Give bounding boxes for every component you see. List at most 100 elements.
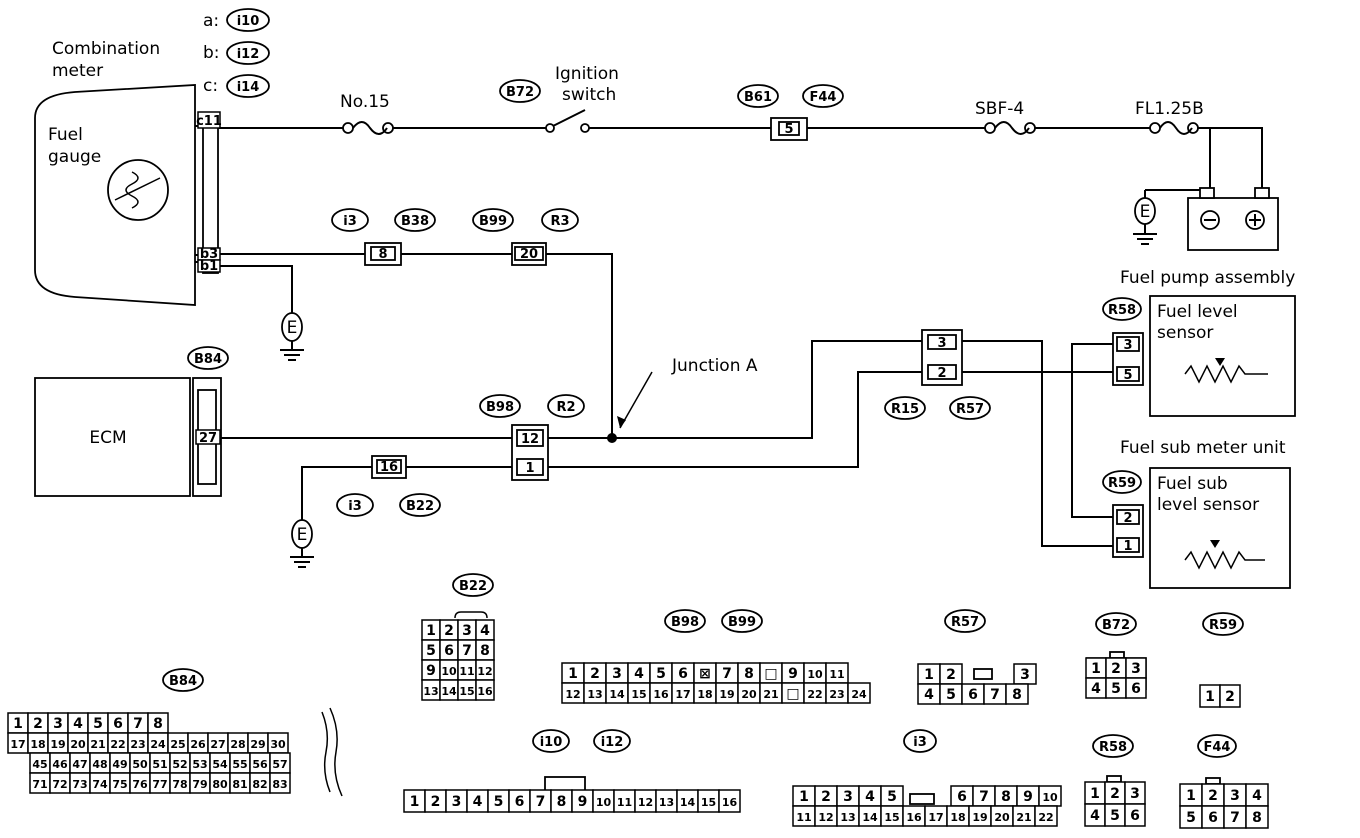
connector-face-views: B22 B98 B99 R57 B72 R59 B84 i10 i12 i3 R… [7, 573, 1269, 829]
pin-number-b22: 3 [462, 623, 472, 639]
pin-number-b84: 78 [172, 778, 187, 791]
view-tag-i12: i12 [601, 735, 624, 750]
pin-number-i3: 1 [799, 789, 809, 805]
tag-b38: B38 [401, 214, 429, 229]
pin-number-b84: 23 [130, 738, 145, 751]
pin-number-b22: 11 [459, 665, 474, 678]
pin-number-b98_b99: 11 [829, 668, 844, 681]
pin-number-i3: 13 [840, 811, 855, 824]
tag-b98: B98 [486, 400, 514, 415]
pin-number-i3: 2 [821, 789, 831, 805]
pin-number-b84: 29 [250, 738, 265, 751]
pin-number-b84: 7 [133, 716, 143, 732]
pin-number-b22: 9 [426, 663, 436, 679]
pin-number-b98_b99: 20 [741, 688, 757, 701]
pin-number-f44: 3 [1230, 788, 1240, 804]
view-tag-r58: R58 [1099, 740, 1127, 755]
pin-number-b22: 12 [477, 665, 492, 678]
pin-cell-r58 [1124, 803, 1146, 827]
pin-number-b98_b99: 3 [612, 666, 622, 682]
pin-number-b84: 8 [153, 716, 163, 732]
tag-i3: i3 [343, 214, 357, 229]
pin-number-i3: 17 [928, 811, 943, 824]
pin-cell-i3 [1034, 805, 1058, 827]
view-tag-i3: i3 [913, 735, 927, 750]
pin-b38-8: 8 [378, 247, 387, 262]
tag-r2: R2 [556, 400, 575, 415]
pin-r59-2: 2 [1123, 511, 1132, 526]
tag-r59: R59 [1108, 476, 1136, 491]
pin-number-r57: 5 [946, 687, 956, 703]
pin-c11: c11 [196, 114, 222, 129]
pin-number-i3: 21 [1016, 811, 1031, 824]
pin-number-b98_b99: □ [786, 686, 799, 702]
pin-number-b84: 47 [72, 758, 87, 771]
combination-meter-label-2: meter [52, 61, 103, 81]
view-tag-b22: B22 [459, 579, 487, 594]
fuel-gauge-icon [107, 159, 169, 221]
pin-number-r57: 1 [924, 667, 934, 683]
ignition-label-2: switch [562, 85, 616, 105]
pin-number-b98_b99: 4 [634, 666, 644, 682]
pin-number-r57: 4 [924, 687, 934, 703]
meter-prefix-a: a: [203, 11, 219, 31]
pin-number-b98_b99: 2 [590, 666, 600, 682]
fuel-gauge-label-1: Fuel [48, 125, 83, 145]
pin-number-r59: 1 [1205, 689, 1215, 705]
pin-r57-3: 3 [937, 336, 946, 351]
fusible-link-icon [1149, 121, 1199, 135]
pin-number-b98_b99: 1 [568, 666, 578, 682]
pin-cell-i10_i12 [718, 789, 741, 813]
pin-number-b98_b99: 14 [609, 688, 625, 701]
fuel-level-sensor-label-2: sensor [1157, 323, 1213, 343]
tag-b61: B61 [744, 90, 772, 105]
pin-number-b72: 5 [1111, 681, 1121, 697]
ground-label-meter: E [287, 318, 298, 338]
fuse-no15-icon [342, 121, 394, 135]
pin-number-f44: 7 [1230, 810, 1240, 826]
pin-f44-5: 5 [784, 122, 793, 137]
fuel-sub-meter-label: Fuel sub meter unit [1120, 438, 1286, 458]
pin-r2-1: 1 [525, 461, 534, 476]
pin-number-b84: 28 [230, 738, 245, 751]
pin-number-b98_b99: 12 [565, 688, 580, 701]
pin-number-b84: 77 [152, 778, 167, 791]
pin-number-b98_b99: 8 [744, 666, 754, 682]
pin-number-b84: 54 [212, 758, 228, 771]
pin-number-b22: 10 [441, 665, 457, 678]
pin-number-b84: 3 [53, 716, 63, 732]
ground-label-b22: E [297, 525, 308, 545]
pin-number-f44: 5 [1186, 810, 1196, 826]
ignition-label-1: Ignition [555, 64, 619, 84]
pin-number-b84: 56 [252, 758, 268, 771]
pin-number-i10_i12: 10 [596, 796, 612, 809]
pin-number-i10_i12: 6 [515, 794, 525, 810]
pin-number-f44: 1 [1186, 788, 1196, 804]
pin-number-b84: 30 [270, 738, 286, 751]
junction-a-label: Junction A [671, 356, 758, 376]
pin-number-b84: 25 [170, 738, 185, 751]
fuel-sub-level-label-1: Fuel sub [1157, 474, 1228, 494]
fuel-pump-assembly-label: Fuel pump assembly [1120, 268, 1295, 288]
pin-cell-b72 [1125, 677, 1147, 699]
view-tag-b84: B84 [169, 674, 197, 689]
pin-number-i10_i12: 7 [536, 794, 546, 810]
tag-b22: B22 [406, 499, 434, 514]
combination-meter-label-1: Combination [52, 39, 160, 59]
pin-number-b98_b99: 17 [675, 688, 690, 701]
tag-r58: R58 [1108, 303, 1136, 318]
pin-number-i3: 14 [862, 811, 878, 824]
tag-f44: F44 [810, 90, 837, 105]
pin-number-b84: 46 [52, 758, 68, 771]
sbf-fuse-icon [984, 121, 1036, 135]
pin-number-i3: 12 [818, 811, 833, 824]
view-tag-b72: B72 [1102, 618, 1130, 633]
ground-battery-icon [1133, 190, 1157, 245]
pin-number-b98_b99: □ [764, 666, 777, 682]
pin-number-b84: 49 [112, 758, 127, 771]
fuel-level-sensor-box [1149, 295, 1296, 417]
pin-number-b84: 20 [70, 738, 86, 751]
pin-number-i3: 15 [884, 811, 899, 824]
pin-number-b98_b99: 22 [807, 688, 822, 701]
